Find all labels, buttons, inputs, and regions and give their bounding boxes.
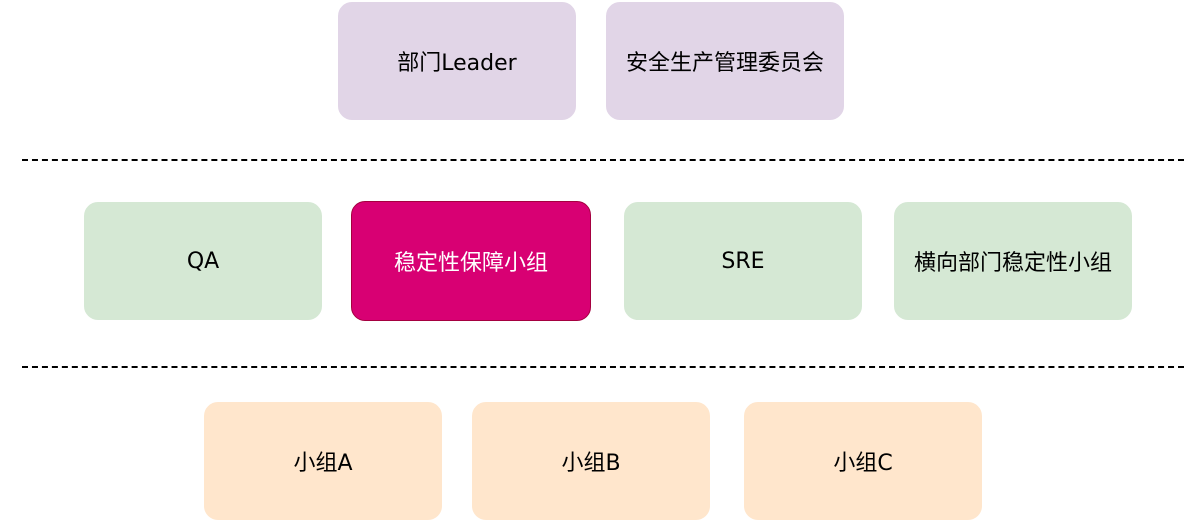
node-label: 稳定性保障小组 — [393, 251, 548, 276]
node-department-leader: 部门Leader — [338, 2, 576, 120]
node-team-b: 小组B — [472, 402, 710, 520]
node-qa: QA — [84, 202, 322, 320]
node-label: QA — [186, 248, 220, 274]
node-label: SRE — [721, 248, 765, 274]
node-sre: SRE — [624, 202, 862, 320]
node-label: 小组B — [561, 451, 621, 476]
tier-divider-top — [22, 159, 1184, 161]
tier-divider-bottom — [22, 366, 1184, 368]
node-safety-production-committee: 安全生产管理委员会 — [606, 2, 844, 120]
node-label: 小组C — [833, 451, 893, 476]
node-label: 部门Leader — [397, 51, 517, 76]
node-team-a: 小组A — [204, 402, 442, 520]
node-team-c: 小组C — [744, 402, 982, 520]
node-label: 安全生产管理委员会 — [625, 51, 824, 76]
node-stability-assurance-group: 稳定性保障小组 — [351, 201, 591, 321]
node-label: 横向部门稳定性小组 — [913, 251, 1112, 276]
node-cross-department-stability-group: 横向部门稳定性小组 — [894, 202, 1132, 320]
node-label: 小组A — [293, 451, 353, 476]
